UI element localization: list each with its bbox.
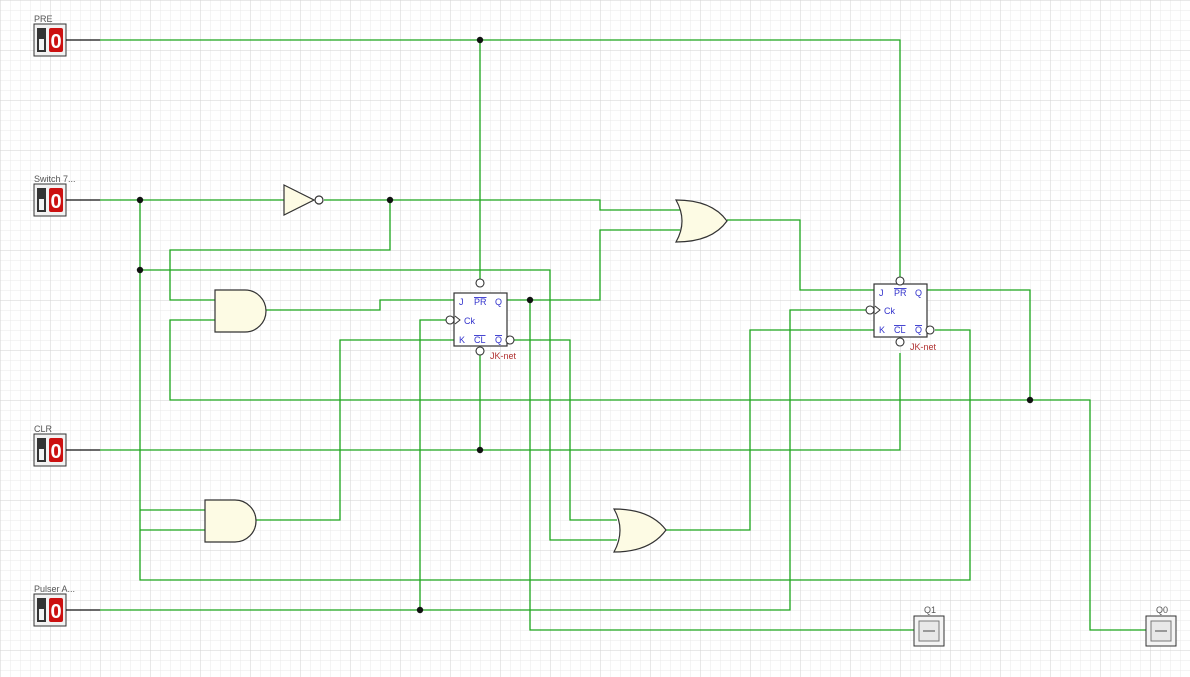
input-label: CLR	[34, 424, 53, 434]
input-clr[interactable]: CLR 0	[33, 424, 100, 467]
wire-q1bar	[514, 339, 617, 521]
input-pulser[interactable]: Pulser A... 0	[33, 584, 100, 627]
junction-dot	[136, 196, 144, 204]
pin-cl: CL	[474, 335, 486, 345]
pin-qbar: Q	[915, 325, 922, 335]
flipflop-label: JK-net	[490, 351, 517, 361]
junction-dot	[1026, 396, 1034, 404]
jk-flipflop-1[interactable]: J PR Q Ck K CL Q JK-net	[445, 278, 517, 361]
junction-dot	[476, 446, 484, 454]
wire-pulser	[100, 309, 866, 611]
switch-state: 0	[50, 441, 61, 463]
wire-switch-or2	[140, 269, 617, 541]
junction-dot	[386, 196, 394, 204]
junction-dot	[526, 296, 534, 304]
jk-flipflop-2[interactable]: J PR Q Ck K CL Q JK-net	[865, 276, 937, 352]
pin-pr: PR	[894, 288, 907, 298]
wire-q0-out	[1030, 399, 1146, 631]
switch-state: 0	[50, 601, 61, 623]
junction-dot	[476, 36, 484, 44]
pin-ck: Ck	[464, 316, 475, 326]
output-label: Q0	[1156, 605, 1168, 615]
junction-dot	[416, 606, 424, 614]
wire-switch-down	[139, 200, 971, 581]
wire-not-out	[324, 199, 680, 211]
pin-ck: Ck	[884, 306, 895, 316]
pin-q: Q	[915, 288, 922, 298]
output-q1[interactable]: Q1	[913, 605, 945, 647]
pin-q: Q	[495, 297, 502, 307]
and-gate-2[interactable]	[204, 499, 257, 543]
pin-j: J	[879, 288, 884, 298]
wire-q0	[927, 289, 1031, 400]
wire-and2-out	[256, 339, 454, 521]
wire-clr	[100, 353, 901, 451]
pin-qbar: Q	[495, 335, 502, 345]
wire-q0-feedback	[169, 319, 1030, 401]
wire-or1-j2	[727, 219, 874, 291]
wire-q1-out	[529, 300, 914, 631]
pin-j: J	[459, 297, 464, 307]
switch-state: 0	[50, 191, 61, 213]
pin-k: K	[879, 325, 885, 335]
input-pre[interactable]: PRE 0	[33, 14, 100, 57]
wire-or2-k2	[666, 329, 874, 531]
pin-k: K	[459, 335, 465, 345]
wire-pulser-ck1	[419, 319, 446, 610]
wires[interactable]	[100, 39, 1146, 631]
input-switch[interactable]: Switch 7... 0	[33, 174, 100, 217]
input-label: PRE	[34, 14, 53, 24]
output-label: Q1	[924, 605, 936, 615]
output-q0[interactable]: Q0	[1145, 605, 1177, 647]
switch-state: 0	[50, 31, 61, 53]
wire-not-and1	[169, 200, 391, 301]
input-label: Pulser A...	[34, 584, 75, 594]
junction-dot	[136, 266, 144, 274]
and-gate-1[interactable]	[214, 289, 267, 333]
pin-pr: PR	[474, 297, 487, 307]
junctions	[136, 36, 1034, 614]
wire-pre	[100, 39, 901, 277]
input-label: Switch 7...	[34, 174, 76, 184]
wire-and1-j1	[266, 299, 454, 311]
flipflop-label: JK-net	[910, 342, 937, 352]
or-gate-1[interactable]	[674, 199, 728, 243]
wire-q1	[507, 229, 680, 301]
pin-cl: CL	[894, 325, 906, 335]
or-gate-2[interactable]	[612, 508, 667, 553]
not-gate[interactable]	[283, 184, 324, 216]
